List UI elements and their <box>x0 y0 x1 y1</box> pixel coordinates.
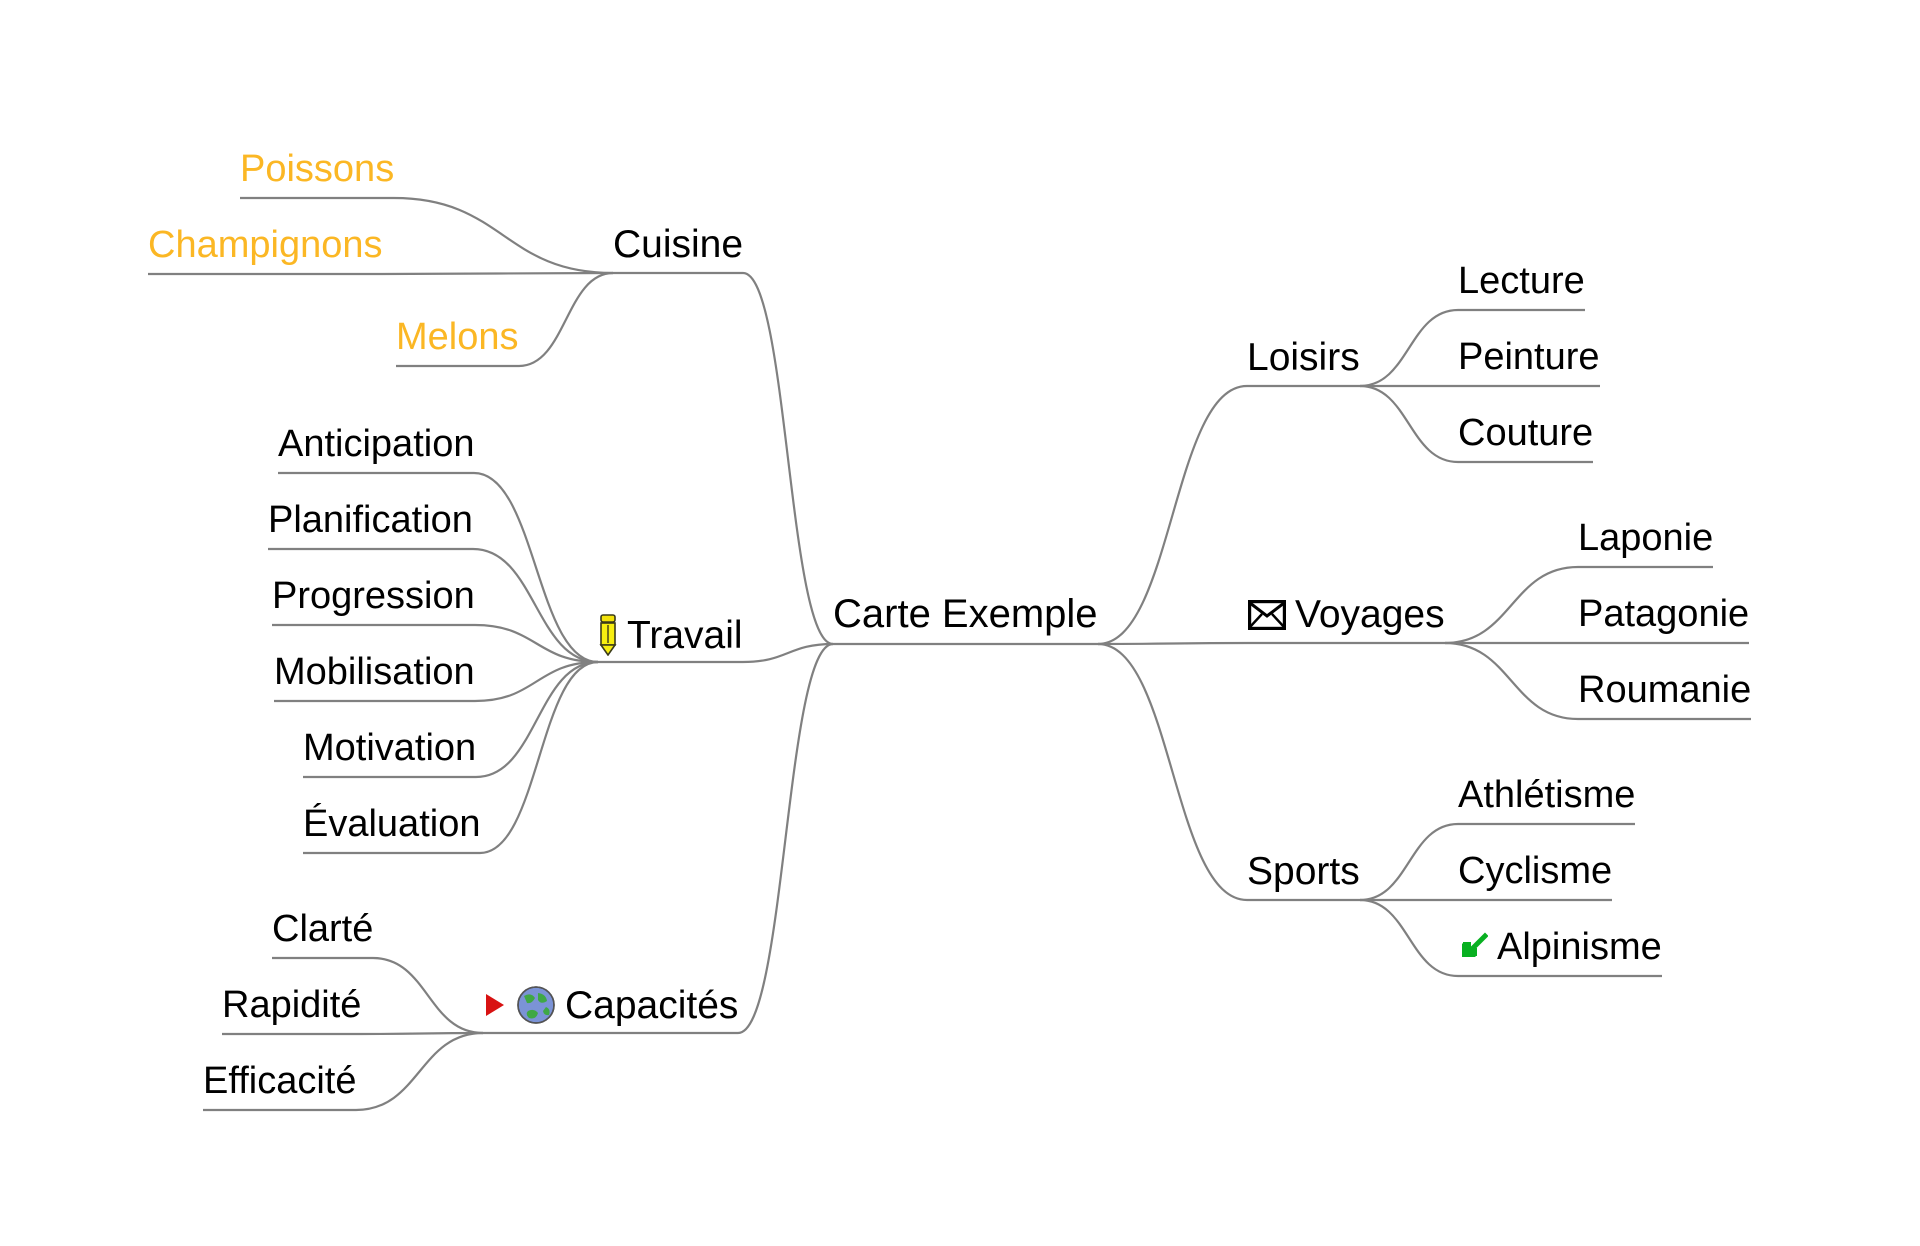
leaf-peinture[interactable]: Peinture <box>1458 338 1600 376</box>
node-label: Cyclisme <box>1458 850 1613 892</box>
node-label: Travail <box>627 613 743 657</box>
leaf-patagonie[interactable]: Patagonie <box>1578 595 1749 633</box>
leaf-progression[interactable]: Progression <box>272 577 475 615</box>
leaf-cyclisme[interactable]: Cyclisme <box>1458 852 1612 890</box>
branch-cuisine[interactable]: Cuisine <box>613 225 743 264</box>
node-label: Capacités <box>565 983 739 1027</box>
leaf-alpinisme[interactable]: Alpinisme <box>1458 928 1662 966</box>
branch-voyages[interactable]: Voyages <box>1248 595 1445 634</box>
leaf-champignons[interactable]: Champignons <box>148 226 382 264</box>
leaf-motivation[interactable]: Motivation <box>303 729 476 767</box>
node-label: Clarté <box>272 908 374 950</box>
leaf-poissons[interactable]: Poissons <box>240 150 394 188</box>
pencil-icon <box>598 614 618 656</box>
leaf-valuation[interactable]: Évaluation <box>303 805 480 843</box>
envelope-icon <box>1248 599 1286 630</box>
node-label: Évaluation <box>303 803 481 845</box>
leaf-couture[interactable]: Couture <box>1458 414 1593 452</box>
node-label: Mobilisation <box>274 651 475 693</box>
node-label: Melons <box>396 316 519 358</box>
node-label: Couture <box>1458 412 1594 454</box>
leaf-athltisme[interactable]: Athlétisme <box>1458 776 1635 814</box>
leaf-laponie[interactable]: Laponie <box>1578 519 1713 557</box>
leaf-rapidit[interactable]: Rapidité <box>222 986 361 1024</box>
leaf-melons[interactable]: Melons <box>396 318 519 356</box>
node-label: Peinture <box>1458 336 1600 378</box>
node-label: Rapidité <box>222 984 362 1026</box>
leaf-roumanie[interactable]: Roumanie <box>1578 671 1751 709</box>
leaf-mobilisation[interactable]: Mobilisation <box>274 653 475 691</box>
node-label: Anticipation <box>278 423 475 465</box>
node-label: Planification <box>268 499 473 541</box>
node-label: Poissons <box>240 148 395 190</box>
node-label: Roumanie <box>1578 669 1752 711</box>
node-label: Efficacité <box>203 1060 357 1102</box>
root-node[interactable]: Carte Exemple <box>833 594 1098 634</box>
node-label: Progression <box>272 575 475 617</box>
branch-sports[interactable]: Sports <box>1247 852 1360 891</box>
node-label: Laponie <box>1578 517 1714 559</box>
node-label: Motivation <box>303 727 477 769</box>
node-label: Athlétisme <box>1458 774 1636 816</box>
node-label: Voyages <box>1295 593 1445 636</box>
globe-icon <box>516 985 556 1025</box>
node-label: Alpinisme <box>1497 926 1662 968</box>
node-label: Carte Exemple <box>833 592 1098 636</box>
node-label: Loisirs <box>1247 336 1360 379</box>
node-label: Patagonie <box>1578 593 1750 635</box>
leaf-efficacit[interactable]: Efficacité <box>203 1062 356 1100</box>
node-label: Sports <box>1247 850 1360 893</box>
node-label: Champignons <box>148 224 383 266</box>
leaf-planification[interactable]: Planification <box>268 501 473 539</box>
arrow-down-left-icon <box>1458 932 1488 962</box>
branch-capacits[interactable]: Capacités <box>483 985 738 1025</box>
leaf-anticipation[interactable]: Anticipation <box>278 425 474 463</box>
node-label: Lecture <box>1458 260 1585 302</box>
leaf-lecture[interactable]: Lecture <box>1458 262 1585 300</box>
branch-travail[interactable]: Travail <box>598 614 743 656</box>
node-label: Cuisine <box>613 223 744 266</box>
play-icon <box>483 992 507 1018</box>
leaf-clart[interactable]: Clarté <box>272 910 373 948</box>
branch-loisirs[interactable]: Loisirs <box>1247 338 1360 377</box>
